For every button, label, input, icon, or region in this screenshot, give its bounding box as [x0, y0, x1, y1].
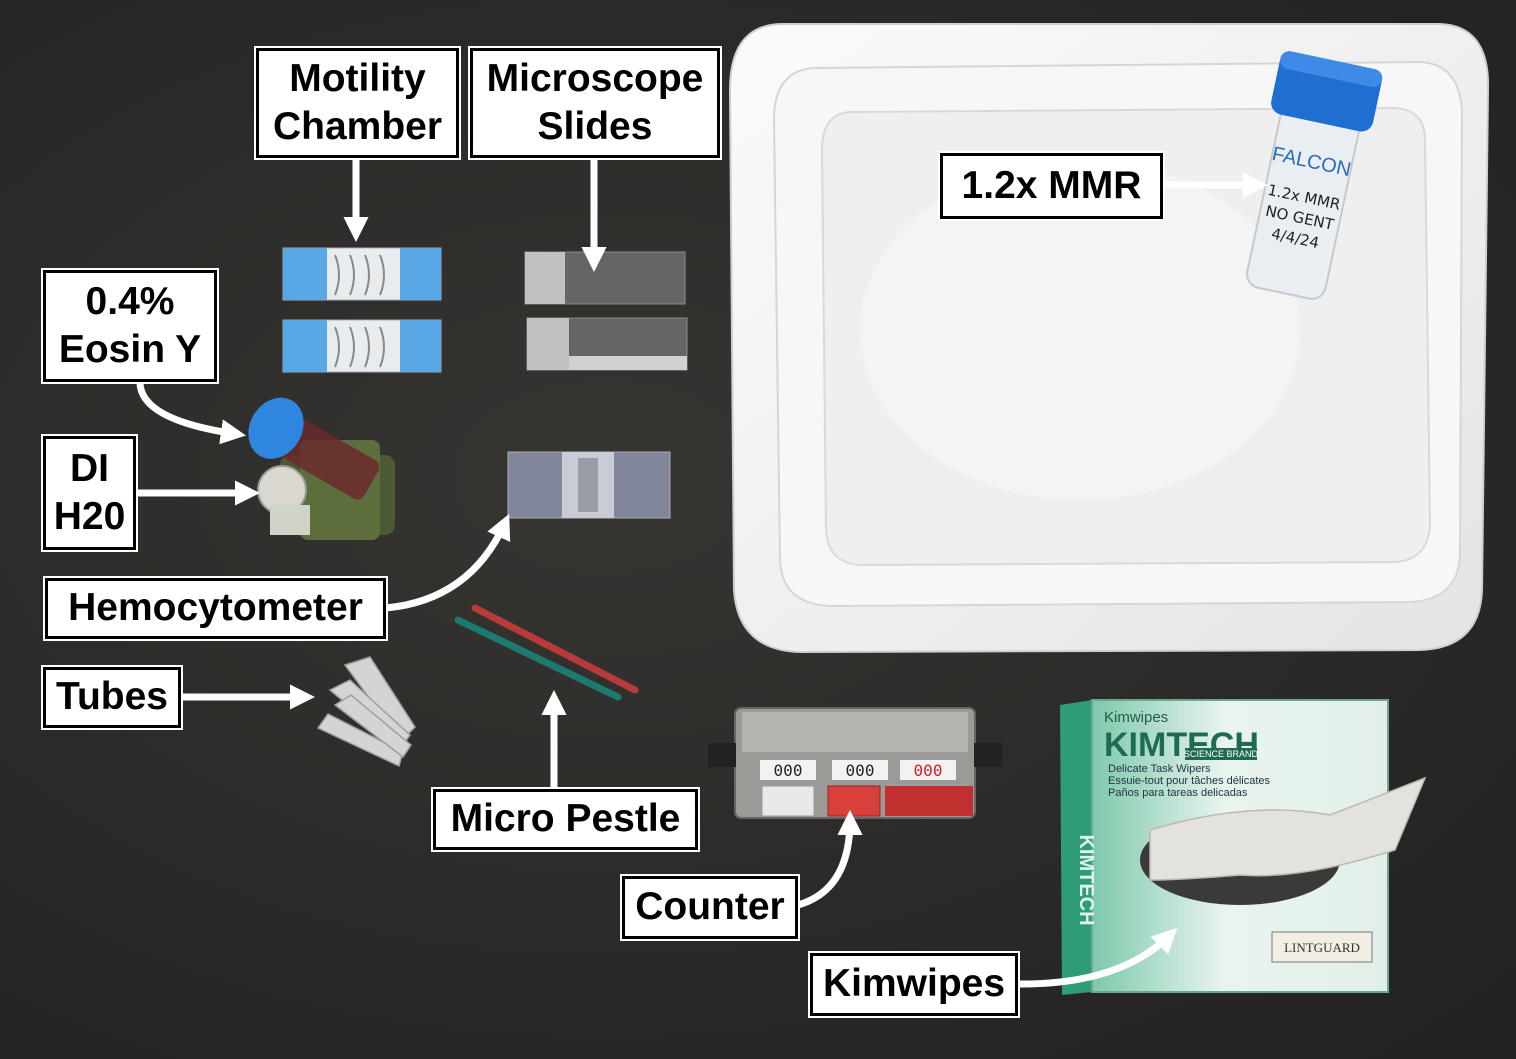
tally-counter: 000 000 000	[708, 707, 1002, 819]
label-di-water: DI H20	[43, 436, 136, 550]
annotation-arrows	[132, 154, 1269, 988]
svg-text:Essuie-tout pour tâches délica: Essuie-tout pour tâches délicates	[1108, 775, 1271, 787]
label-micro-pestle: Micro Pestle	[433, 789, 698, 850]
kimwipes-box: Kimwipes KIMTECH SCIENCE BRAND Delicate …	[1060, 699, 1427, 995]
label-tubes: Tubes	[43, 667, 181, 728]
label-hemocytometer: Hemocytometer	[45, 578, 386, 639]
label-kimwipes: Kimwipes	[810, 953, 1018, 1016]
svg-text:SCIENCE BRAND: SCIENCE BRAND	[1184, 749, 1259, 759]
label-motility-chamber: Motility Chamber	[256, 48, 459, 158]
arrow-kimwipes	[1014, 927, 1178, 988]
svg-text:KIMTECH: KIMTECH	[1075, 834, 1097, 925]
arrow-counter	[794, 809, 863, 909]
counter-digits-1: 000	[774, 761, 803, 780]
label-eosin: 0.4% Eosin Y	[43, 270, 217, 382]
label-mmr: 1.2x MMR	[940, 153, 1163, 219]
microcentrifuge-tubes	[316, 656, 416, 768]
tube-rack	[248, 397, 395, 540]
arrow-eosin	[136, 378, 246, 445]
motility-chambers	[282, 247, 442, 373]
counter-digits-3: 000	[914, 761, 943, 780]
counter-digits-2: 000	[846, 761, 875, 780]
hemocytometer	[507, 451, 671, 519]
svg-text:Delicate Task Wipers: Delicate Task Wipers	[1108, 763, 1211, 775]
arrow-hemocytometer	[382, 513, 511, 612]
microscope-slides	[524, 251, 688, 371]
label-microscope-slides: Microscope Slides	[470, 48, 720, 158]
falcon-tube: FALCON 1.2x MMR NO GENT 4/4/24	[1246, 51, 1383, 300]
micro-pestles	[454, 604, 639, 701]
lintguard-seal: LINTGUARD	[1284, 940, 1360, 955]
svg-text:Paños para tareas delicadas: Paños para tareas delicadas	[1108, 787, 1248, 799]
kimwipes-small-brand: Kimwipes	[1104, 709, 1168, 726]
label-counter: Counter	[622, 876, 798, 939]
styrofoam-ice-tray	[728, 23, 1490, 654]
